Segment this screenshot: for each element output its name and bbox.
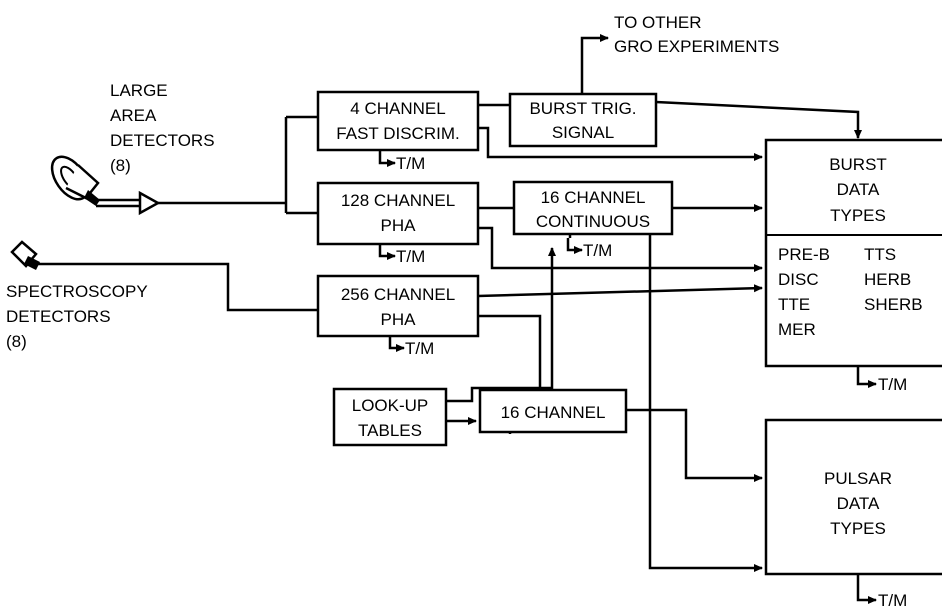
- tm-label-burst: T/M: [878, 375, 907, 394]
- large-area-label: LARGE AREA DETECTORS (8): [110, 81, 215, 175]
- box-lookup: LOOK-UP TABLES: [332, 387, 448, 447]
- channel16-line1: 16 CHANNEL: [501, 403, 606, 422]
- box-burst-trig: BURST TRIG. SIGNAL: [508, 92, 658, 148]
- to-other-line1: TO OTHER: [614, 13, 702, 32]
- box-continuous16: 16 CHANNEL CONTINUOUS: [512, 180, 674, 236]
- spectroscopy-line2: DETECTORS: [6, 307, 111, 326]
- pha256-line2: PHA: [381, 310, 417, 329]
- large-area-line3: DETECTORS: [110, 131, 215, 150]
- tm-stubs: T/M T/M T/M T/M T/M T/M: [378, 150, 907, 609]
- burst-type-tte: TTE: [778, 295, 810, 314]
- tm-label-pha128: T/M: [396, 247, 425, 266]
- continuous16-line2: CONTINUOUS: [536, 212, 650, 231]
- tm-label-fast-discrim: T/M: [396, 154, 425, 173]
- large-area-detector-icon: [50, 155, 161, 216]
- box-pha128: 128 CHANNEL PHA: [316, 181, 480, 246]
- burst-type-herb: HERB: [864, 270, 911, 289]
- box-pulsar-data: PULSAR DATA TYPES: [764, 418, 942, 576]
- large-area-count: (8): [110, 156, 131, 175]
- to-other-label: TO OTHER GRO EXPERIMENTS: [614, 13, 779, 56]
- fast-discrim-line2: FAST DISCRIM.: [336, 124, 459, 143]
- large-area-line1: LARGE: [110, 81, 168, 100]
- pha256-line1: 256 CHANNEL: [341, 285, 455, 304]
- tm-label-pulsar: T/M: [878, 591, 907, 609]
- spectroscopy-detector-icon: [10, 240, 40, 270]
- pulsar-data-line3: TYPES: [830, 519, 886, 538]
- lookup-line2: TABLES: [358, 421, 422, 440]
- burst-trig-line1: BURST TRIG.: [529, 99, 636, 118]
- pha128-line1: 128 CHANNEL: [341, 191, 455, 210]
- pulsar-data-line2: DATA: [837, 494, 880, 513]
- box-fast-discrim: 4 CHANNEL FAST DISCRIM.: [316, 90, 480, 152]
- burst-type-tts: TTS: [864, 245, 896, 264]
- box-pha256: 256 CHANNEL PHA: [316, 274, 480, 338]
- burst-type-pre-b: PRE-B: [778, 245, 830, 264]
- burst-data-line1: BURST: [829, 155, 887, 174]
- spectroscopy-count: (8): [6, 332, 27, 351]
- burst-type-mer: MER: [778, 320, 816, 339]
- burst-data-line3: TYPES: [830, 206, 886, 225]
- tm-label-pha256: T/M: [405, 339, 434, 358]
- pha128-line2: PHA: [381, 216, 417, 235]
- wires: [38, 34, 862, 572]
- large-area-line2: AREA: [110, 106, 157, 125]
- box-channel16: 16 CHANNEL: [478, 388, 628, 434]
- lookup-line1: LOOK-UP: [352, 396, 429, 415]
- pulsar-data-line1: PULSAR: [824, 469, 892, 488]
- tm-label-continuous: T/M: [583, 241, 612, 260]
- burst-type-sherb: SHERB: [864, 295, 923, 314]
- burst-trig-line2: SIGNAL: [552, 123, 614, 142]
- box-burst-data: BURST DATA TYPES PRE-B DISC TTE MER TTS …: [764, 138, 942, 368]
- to-other-line2: GRO EXPERIMENTS: [614, 37, 779, 56]
- fast-discrim-line1: 4 CHANNEL: [350, 99, 445, 118]
- spectroscopy-label: SPECTROSCOPY DETECTORS (8): [6, 282, 148, 351]
- spectroscopy-line1: SPECTROSCOPY: [6, 282, 148, 301]
- continuous16-line1: 16 CHANNEL: [541, 188, 646, 207]
- burst-type-disc: DISC: [778, 270, 819, 289]
- burst-data-line2: DATA: [837, 180, 880, 199]
